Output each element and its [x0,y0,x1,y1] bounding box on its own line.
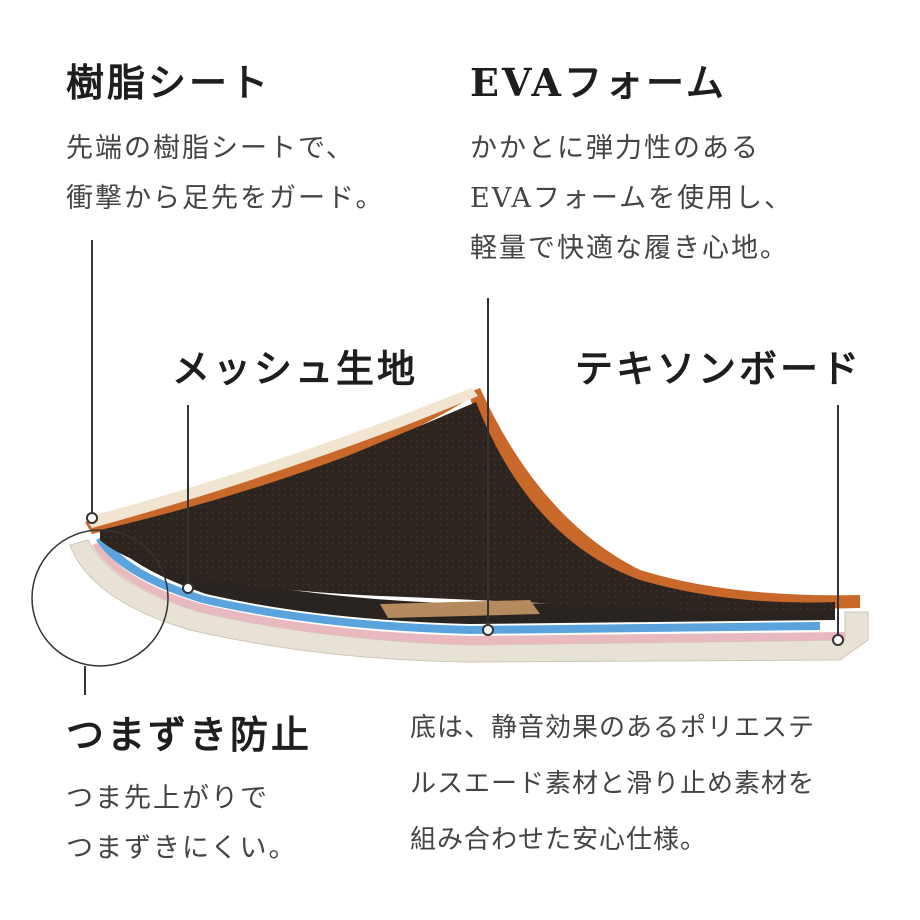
insole-label [380,600,540,618]
eva-foam-dot [482,624,494,636]
eva-foam-line-1: かかとに弾力性のある [470,133,760,164]
resin-sheet-line-2: 衝撃から足先をガード。 [66,183,385,214]
sole-line-3: 組み合わせた安心仕様。 [410,825,708,855]
resin-sheet-title: 樹脂シート [66,60,272,105]
mesh-fabric-title: メッシュ生地 [172,346,419,391]
anti-trip-line-1: つま先上がりで [66,783,269,814]
eva-foam-line-3: 軽量で快適な履き心地。 [470,233,789,264]
resin-sheet-description: 先端の樹脂シートで、 衝撃から足先をガード。 [66,124,384,224]
mesh-fabric-dot [182,582,194,594]
upper-edge [85,388,478,528]
eva-foam-title: EVAフォーム [470,60,727,105]
anti-trip-line-2: つまずきにくい。 [66,833,298,864]
anti-trip-description: つま先上がりで つまずきにくい。 [66,774,297,874]
insole-board [104,528,835,624]
sole-description: 底は、静音効果のあるポリエステ ルスエード素材と滑り止め素材を 組み合わせた安心… [410,700,815,868]
mesh-lining [100,402,835,612]
resin-sheet-line-1: 先端の樹脂シートで、 [66,133,355,164]
toe-callout-circle [31,529,169,667]
eva-foam-line-2: EVAフォームを使用し、 [470,183,794,214]
sole-line-2: ルスエード素材と滑り止め素材を [410,769,816,799]
sole-layer [69,539,869,663]
pink-layer [92,542,845,645]
texon-board-dot [832,634,844,646]
anti-trip-title: つまずき防止 [66,712,313,757]
eva-layer [96,536,820,634]
texon-board-title: テキソンボード [575,346,863,391]
sole-line-1: 底は、静音効果のあるポリエステ [410,713,816,743]
resin-sheet-dot [86,512,98,524]
eva-foam-description: かかとに弾力性のある EVAフォームを使用し、 軽量で快適な履き心地。 [470,124,793,274]
